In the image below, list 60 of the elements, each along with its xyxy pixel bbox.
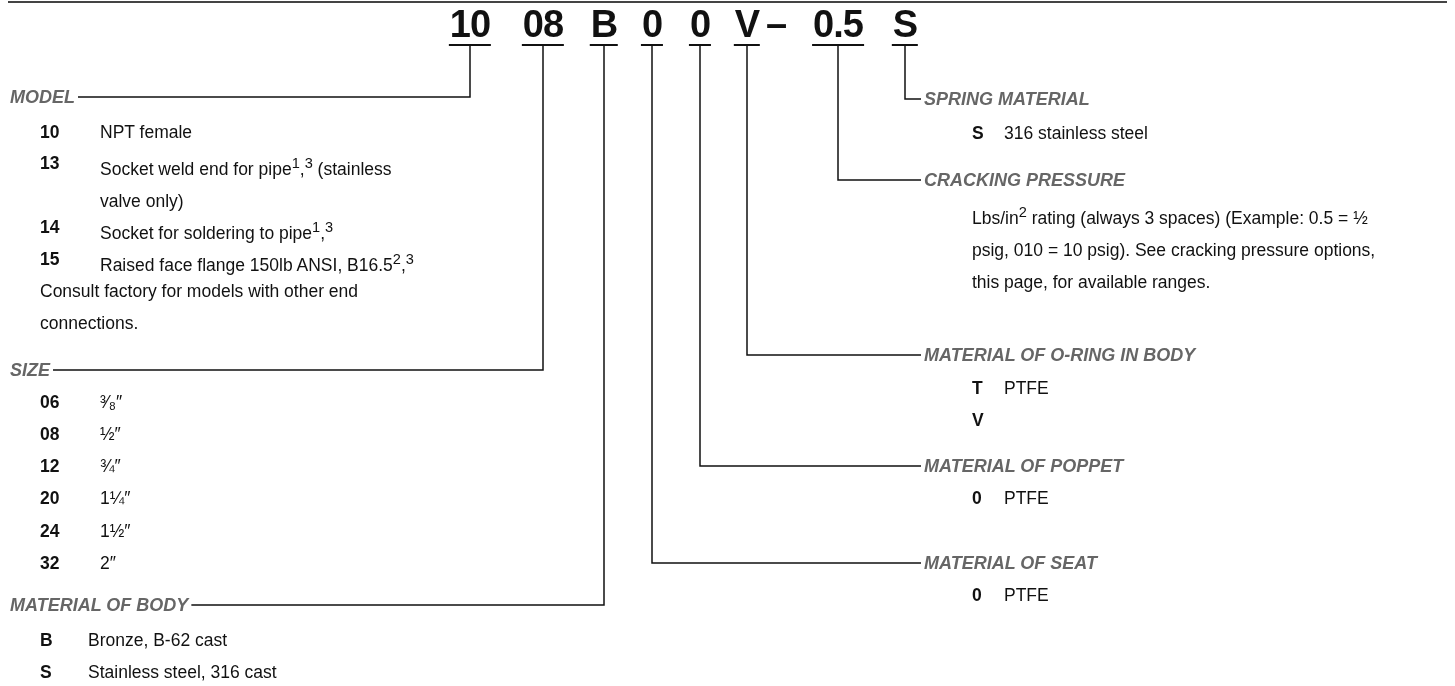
option-code: T: [972, 377, 983, 400]
option-code: 15: [40, 248, 60, 271]
description-text: Lbs/in$^{2}$ rating (always 3 spaces) (Example: 0.5 = ½ psig, 010 = 10 psig). See cracking pressure options, this page, for available ranges.: [972, 203, 1377, 294]
option-description: ½″: [100, 423, 121, 446]
leader-line: [651, 45, 922, 564]
leader-line: [746, 45, 922, 356]
category-heading: SIZE: [10, 359, 50, 381]
option-code: 06: [40, 391, 60, 414]
option-description: NPT female: [100, 121, 193, 144]
category-heading: CRACKING PRESSURE: [924, 169, 1126, 191]
category-heading: MATERIAL OF SEAT: [924, 552, 1097, 574]
leader-line: [190, 45, 605, 606]
option-code: 24: [40, 520, 60, 543]
option-code: 10: [40, 121, 60, 144]
leader-line: [52, 45, 544, 371]
leader-line: [77, 45, 471, 98]
option-description: ¾″: [100, 455, 121, 478]
category-heading: SPRING MATERIAL: [924, 88, 1090, 110]
option-description: 316 stainless steel: [1004, 122, 1148, 145]
option-code: V: [972, 409, 984, 432]
option-code: 12: [40, 455, 60, 478]
option-code: 0: [972, 584, 982, 607]
option-code: 20: [40, 487, 60, 510]
option-description: Raised face flange 150lb ANSI, B16.5$^{2}$,$^{3}$: [100, 250, 414, 277]
option-description: ³⁄₈″: [100, 391, 123, 414]
code-segment: 10: [448, 4, 492, 46]
leader-line: [699, 45, 922, 467]
option-code: B: [40, 629, 53, 652]
leader-line: [904, 45, 922, 100]
option-description: PTFE: [1004, 377, 1049, 400]
option-code: 32: [40, 552, 60, 575]
option-description: Bronze, B-62 cast: [88, 629, 228, 652]
category-heading: MODEL: [10, 86, 75, 108]
option-code: 0: [972, 487, 982, 510]
option-code: S: [972, 122, 984, 145]
option-description: 1½″: [100, 520, 131, 543]
option-code: 08: [40, 423, 60, 446]
option-description: Socket weld end for pipe$^{1}$,$^{3}$ (stainless valve only): [100, 154, 393, 213]
leader-line: [837, 45, 922, 181]
option-description: PTFE: [1004, 487, 1049, 510]
option-description: Socket for soldering to pipe$^{1}$,$^{3}$: [100, 218, 334, 245]
code-segment: S: [891, 4, 919, 46]
code-segment: V: [733, 4, 761, 46]
note-text: Consult factory for models with other end connections.: [40, 280, 360, 335]
code-segment: 0: [688, 4, 712, 46]
option-description: 2″: [100, 552, 116, 575]
category-heading: MATERIAL OF BODY: [10, 594, 189, 616]
option-code: S: [40, 661, 52, 684]
option-code: 13: [40, 152, 60, 175]
category-heading: MATERIAL OF POPPET: [924, 455, 1124, 477]
code-segment: 0.5: [812, 4, 864, 46]
category-heading: MATERIAL OF O-RING IN BODY: [924, 344, 1196, 366]
code-segment: 08: [521, 4, 565, 46]
option-description: Stainless steel, 316 cast: [88, 661, 277, 684]
option-description: PTFE: [1004, 584, 1049, 607]
code-segment: B: [589, 4, 619, 46]
option-code: 14: [40, 216, 60, 239]
separator-dash: –: [764, 4, 788, 44]
option-description: 1¼″: [100, 487, 131, 510]
code-segment: 0: [640, 4, 664, 46]
